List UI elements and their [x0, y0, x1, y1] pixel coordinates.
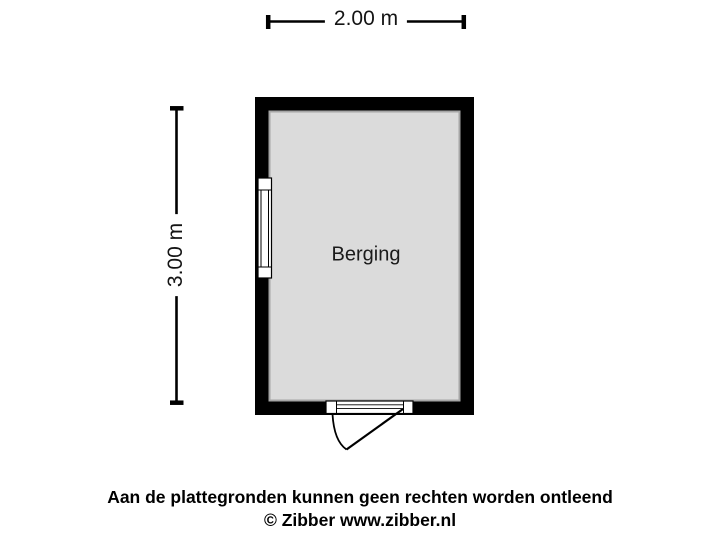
room-floor: [268, 110, 461, 402]
door-swing-arc: [331, 413, 348, 451]
footer: Aan de plattegronden kunnen geen rechten…: [0, 486, 720, 532]
disclaimer-text: Aan de plattegronden kunnen geen rechten…: [107, 487, 613, 507]
room-name-label: Berging: [331, 243, 401, 266]
width-dimension-label: 2.00 m: [324, 4, 408, 34]
height-dimension-label: 3.00 m: [161, 213, 191, 297]
window-icon: [257, 177, 273, 279]
door-threshold: [325, 400, 414, 415]
door-leaf: [345, 408, 404, 451]
door-icon: [325, 400, 414, 451]
credit-text: © Zibber www.zibber.nl: [263, 510, 457, 530]
